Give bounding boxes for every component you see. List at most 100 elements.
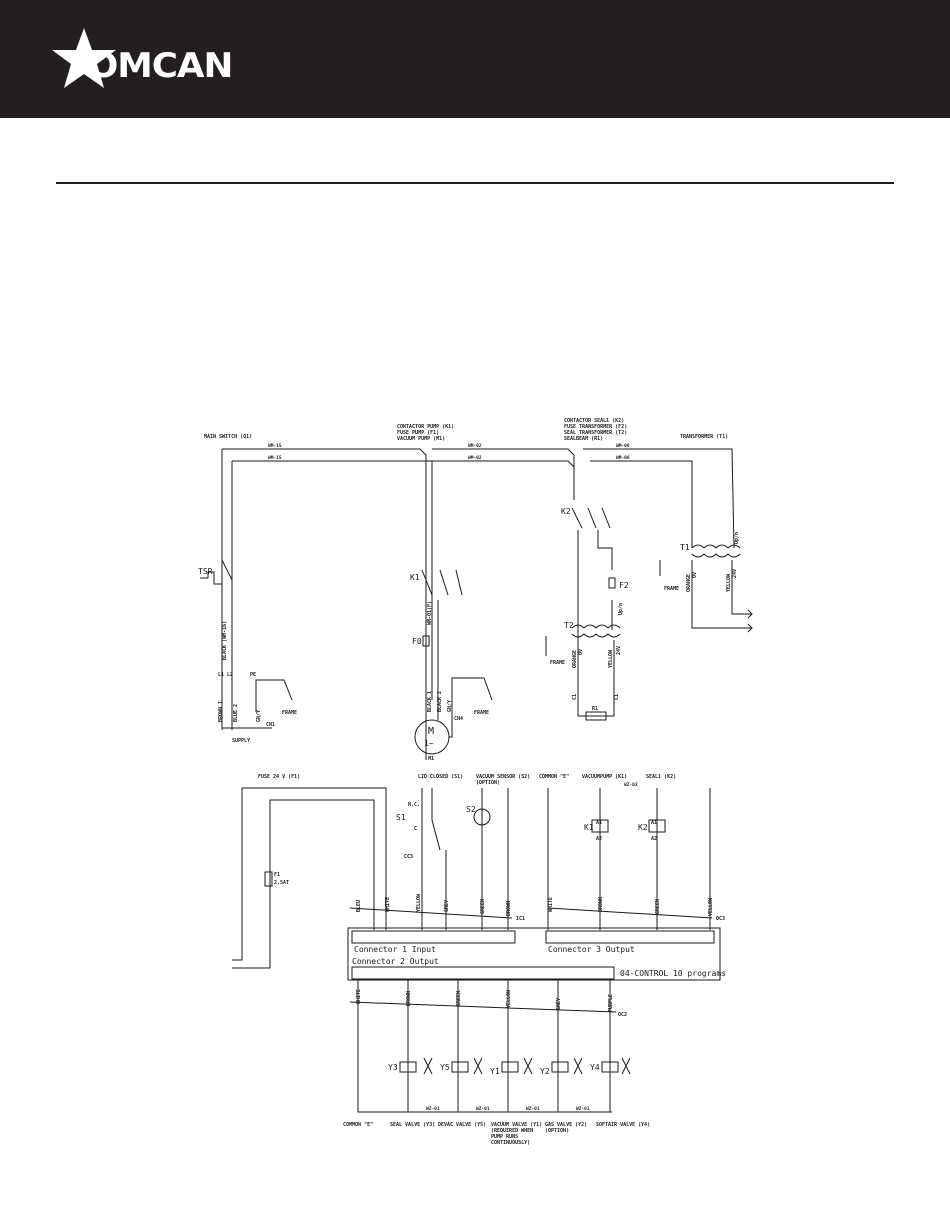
out3-wire-3: GREEN [655, 899, 661, 914]
caption-seal-valve: SEAL VALVE (Y3) [390, 1122, 435, 1128]
label-common-e-top: COMMON "E" [539, 774, 569, 780]
label-a1-k1: A1 [596, 820, 602, 826]
label-orange-t2: ORANGE [572, 650, 578, 668]
label-0v-t2: 0V [578, 649, 584, 655]
wire-label-wm02a: WM-02 [468, 443, 482, 449]
label-connector2: Connector 2 Output [352, 957, 439, 966]
label-c1-b: C1 [614, 694, 620, 700]
valve-y2 [551, 1061, 569, 1073]
caption-gas-valve-2: (OPTION) [545, 1128, 569, 1134]
label-ic1: IC1 [516, 916, 525, 922]
label-main-switch: MAIN SWITCH (Q1) [204, 434, 252, 440]
caption-softair-valve: SOFTAIR VALVE (Y4) [596, 1122, 650, 1128]
label-f1-rating: 2,5AT [274, 880, 289, 886]
label-transformer: TRANSFORMER (T1) [680, 434, 728, 440]
wire-label-wm06a: WM-06 [616, 443, 630, 449]
valve-y3 [399, 1061, 417, 1073]
label-cc3: CC3 [404, 854, 413, 860]
label-blue2: BLUE 2 [233, 704, 239, 722]
sensor-s2 [473, 808, 491, 826]
label-black2: BLACK 2 [437, 691, 443, 712]
label-f2: F2 [619, 581, 629, 590]
out3-wire-2: BROWN [598, 897, 604, 912]
label-m1: M1 [428, 756, 434, 762]
label-24v-t2: 24V [616, 646, 622, 655]
label-s1: S1 [396, 813, 406, 822]
label-a1-k2: A1 [651, 820, 657, 826]
relay-k2 [648, 819, 666, 833]
out2-wire-3: GREEN [456, 991, 462, 1006]
out2-wire-1: WHITE [356, 989, 362, 1004]
label-wz03: WZ-03 [624, 782, 638, 788]
label-yellow-t2: YELLOW [608, 649, 614, 668]
label-seal1: SEAL1 (K2) [646, 774, 676, 780]
label-y1: Y1 [490, 1067, 500, 1076]
relay-k1 [591, 819, 609, 833]
label-contactor-seal-2: FUSE TRANSFORMER (F2) [564, 424, 627, 430]
valve-y5 [451, 1061, 469, 1073]
caption-common: COMMON "E" [343, 1122, 373, 1128]
label-contactor-pump-1: CONTACTOR PUMP (K1) [397, 424, 454, 430]
label-contactor-seal-1: CONTACTOR SEAL1 (K2) [564, 418, 624, 424]
valve-y1 [501, 1061, 519, 1073]
in-wire-6: BROWN [506, 901, 512, 916]
label-s2: S2 [466, 805, 476, 814]
label-oc2: OC2 [618, 1012, 627, 1018]
label-t2: T2 [564, 621, 574, 630]
wz01-3: WZ-01 [526, 1106, 540, 1112]
label-black-wm16: BLACK (WM-16) [222, 621, 228, 660]
label-upn-t2: Up/n [618, 603, 624, 615]
caption-devac-valve: DEVAC VALVE (Y5) [438, 1122, 486, 1128]
label-connector1: Connector 1 Input [354, 945, 436, 954]
brand-name: OMCAN [88, 46, 233, 86]
page-header: OMCAN [0, 0, 950, 118]
label-vacuumpump: VACUUMPUMP (K1) [582, 774, 627, 780]
label-t1: T1 [680, 543, 690, 552]
label-cn4: CN4 [454, 716, 463, 722]
caption-vacuum-valve-4: CONTINUOUSLY) [491, 1140, 530, 1146]
motor-letter: M [428, 726, 434, 737]
out3-wire-1: WHITE [548, 897, 554, 912]
label-c: C [414, 826, 417, 832]
out2-wire-2: BROWN [406, 991, 412, 1006]
wire-fuse [232, 787, 387, 961]
label-tsr: TSR [198, 567, 213, 576]
label-frame-1: FRAME [282, 710, 297, 716]
label-yellow-t1: YELLOW [726, 573, 732, 592]
controller-box [347, 927, 721, 981]
out3-wire-4: YELLOW [708, 897, 714, 916]
wz01-4: WZ-01 [576, 1106, 590, 1112]
label-supply: SUPPLY [232, 738, 250, 744]
label-a2-k1: A2 [596, 836, 602, 842]
valve-y4 [601, 1061, 619, 1073]
label-wm01: WM-01(F) [427, 601, 433, 625]
label-cn1: CN1 [266, 722, 275, 728]
label-f0: F0 [412, 637, 422, 646]
label-r1: R1 [592, 706, 598, 712]
star-icon [52, 28, 116, 88]
label-control: 04-CONTROL 10 programs [620, 969, 726, 978]
label-vac-sensor-1: VACUUM SENSOR (S2) [476, 774, 530, 780]
label-gy-1: GN/Y [256, 710, 262, 722]
label-gy-2: GN/Y [447, 700, 453, 712]
wz01-2: WZ-01 [476, 1106, 490, 1112]
caption-vacuum-valve-1: VACUUM VALVE (Y1) [491, 1122, 542, 1128]
in-wire-2: WHITE [385, 897, 391, 912]
in-wire-1: BLEU [356, 900, 362, 912]
wz01-1: WZ-01 [426, 1106, 440, 1112]
label-y5: Y5 [440, 1063, 450, 1072]
label-frame-2: FRAME [474, 710, 489, 716]
sealbeam-r1 [585, 711, 607, 721]
label-contactor-seal-3: SEAL TRANSFORMER (T2) [564, 430, 627, 436]
label-fuse: FUSE 24 V (F1) [258, 774, 300, 780]
omcan-logo: OMCAN [52, 28, 252, 94]
label-a2-k2: A2 [651, 836, 657, 842]
in-wire-5: GREEN [480, 899, 486, 914]
label-y4: Y4 [590, 1063, 600, 1072]
label-relay-k2: K2 [638, 823, 648, 832]
wire-label-wm15b: WM-15 [268, 455, 282, 461]
label-frame-4: FRAME [664, 586, 679, 592]
wire-label-wm15a: WM-15 [268, 443, 282, 449]
in-wire-3: YELLOW [416, 893, 422, 912]
